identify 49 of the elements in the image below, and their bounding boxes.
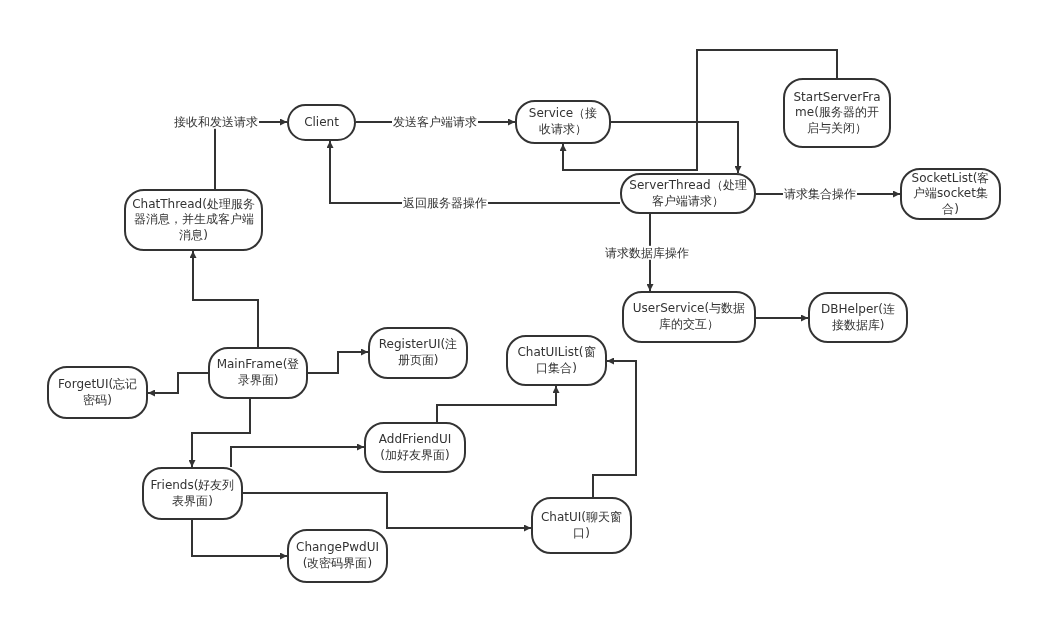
edge-label: 发送客户端请求 xyxy=(392,114,478,130)
node-label: MainFrame(登录界面) xyxy=(216,357,300,389)
process-box xyxy=(124,189,263,251)
arrow xyxy=(189,250,259,348)
node-label: RegisterUI(注册页面) xyxy=(377,337,459,369)
arrow xyxy=(242,492,532,532)
node-label: Client xyxy=(304,114,339,131)
process-box xyxy=(506,335,607,386)
process-box xyxy=(783,78,891,148)
arrow xyxy=(592,357,637,498)
arrow xyxy=(191,519,288,560)
edge-label: 接收和发送请求 xyxy=(173,114,259,130)
node-label: AddFriendUI(加好友界面) xyxy=(377,431,453,464)
node-label: UserService(与数据库的交互） xyxy=(631,301,747,333)
edge-label: 返回服务器操作 xyxy=(402,195,488,211)
process-box xyxy=(515,100,611,144)
arrow xyxy=(610,121,742,174)
process-box xyxy=(208,347,308,399)
process-box xyxy=(47,366,148,419)
process-box xyxy=(368,327,468,379)
node-label: ChatUI(聊天窗口) xyxy=(539,509,623,542)
process-box xyxy=(142,467,243,520)
arrow xyxy=(188,398,251,468)
arrow xyxy=(436,385,560,423)
process-box xyxy=(900,168,1001,220)
process-box xyxy=(620,173,756,214)
node-label: Friends(好友列表界面) xyxy=(150,477,235,510)
node-label: Service（接收请求） xyxy=(527,106,599,138)
arrow xyxy=(755,314,809,322)
node-label: ChatUIList(窗口集合) xyxy=(516,344,597,377)
node-label: ChatThread(处理服务器消息，并生成客户端消息) xyxy=(132,196,255,244)
process-box xyxy=(287,529,388,583)
process-box xyxy=(364,422,466,473)
process-box xyxy=(531,497,632,554)
edge-label: 请求集合操作 xyxy=(783,186,857,202)
node-label: ChangePwdUI(改密码界面) xyxy=(295,540,380,572)
node-label: ServerThread（处理客户端请求） xyxy=(628,177,748,210)
process-box xyxy=(622,291,756,343)
arrow xyxy=(559,49,838,171)
process-box xyxy=(808,292,908,343)
edge-label: 请求数据库操作 xyxy=(604,245,690,261)
arrow xyxy=(230,443,365,468)
node-label: ForgetUI(忘记密码) xyxy=(56,376,139,409)
process-box xyxy=(287,104,356,141)
arrow xyxy=(147,372,209,397)
node-label: SocketList(客户端socket集合) xyxy=(910,170,991,218)
arrow xyxy=(307,348,369,374)
node-label: DBHelper(连接数据库) xyxy=(820,301,896,334)
node-label: StartServerFrame(服务器的开启与关闭） xyxy=(792,89,882,137)
